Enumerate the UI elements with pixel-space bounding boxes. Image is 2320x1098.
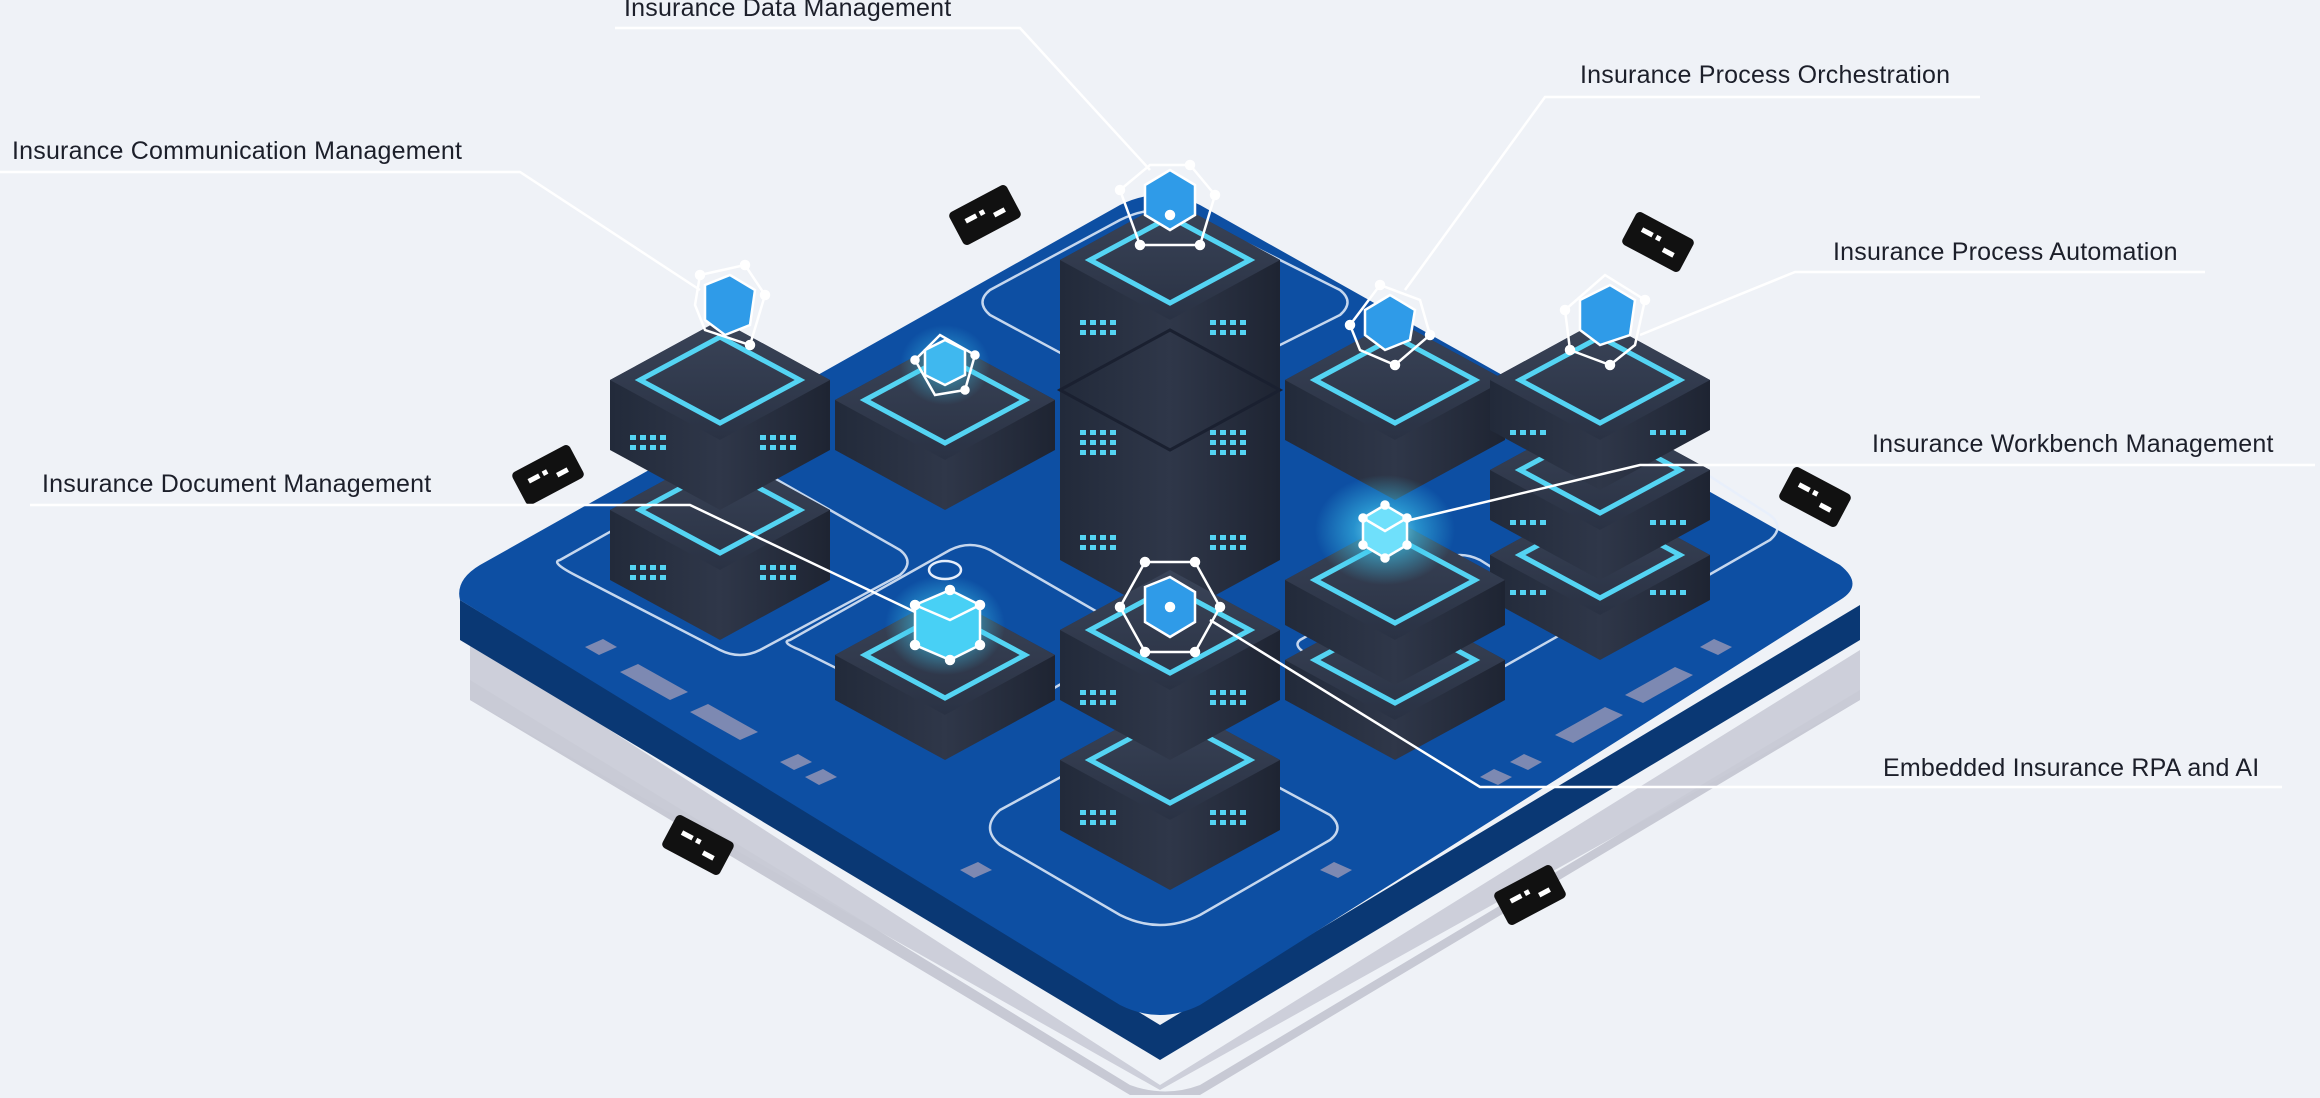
server-tower-front-center [1060, 570, 1280, 890]
chip-icon [1779, 466, 1851, 528]
floating-chips [512, 184, 1851, 926]
leader-rpa [1209, 618, 2282, 789]
cube-orchestration [1344, 279, 1436, 371]
callout-leader-lines [0, 26, 2315, 789]
callout-orchestration-label: Insurance Process Orchestration [1580, 61, 1951, 89]
cube-workbench [1358, 500, 1412, 563]
callout-rpa-label: Embedded Insurance RPA and AI [1883, 754, 2260, 782]
server-vent-dots [630, 320, 1686, 825]
callout-automation-label: Insurance Process Automation [1833, 238, 2178, 266]
cube-rpa [1114, 556, 1226, 658]
chip-icon [512, 444, 584, 506]
leader-communication [0, 170, 701, 292]
cube-communication [693, 259, 771, 351]
leader-orchestration [1403, 95, 1980, 291]
chip-icon [662, 814, 734, 876]
leader-automation [1639, 270, 2205, 337]
chip-icon [949, 184, 1021, 246]
platform-dashes [585, 639, 1732, 878]
callout-document-label: Insurance Document Management [42, 470, 432, 498]
leader-document [30, 503, 916, 614]
cube-back-left [910, 333, 980, 397]
chip-icon [1494, 864, 1566, 926]
server-tower-left [610, 320, 830, 640]
callout-data-label: Insurance Data Management [624, 0, 952, 22]
server-tower-back-right [1285, 320, 1505, 500]
leader-workbench [1409, 463, 2315, 522]
callout-workbench-label: Insurance Workbench Management [1872, 430, 2274, 458]
cube-document [909, 584, 986, 666]
cube-automation [1559, 273, 1651, 371]
chip-icon [1622, 211, 1694, 273]
cube-data [1114, 159, 1221, 251]
leader-data [615, 26, 1151, 171]
platform-ring [927, 559, 963, 581]
server-tower-right [1490, 320, 1710, 660]
callout-communication-label: Insurance Communication Management [12, 137, 463, 165]
data-cubes [693, 159, 1651, 666]
server-tower-center [1056, 200, 1284, 620]
